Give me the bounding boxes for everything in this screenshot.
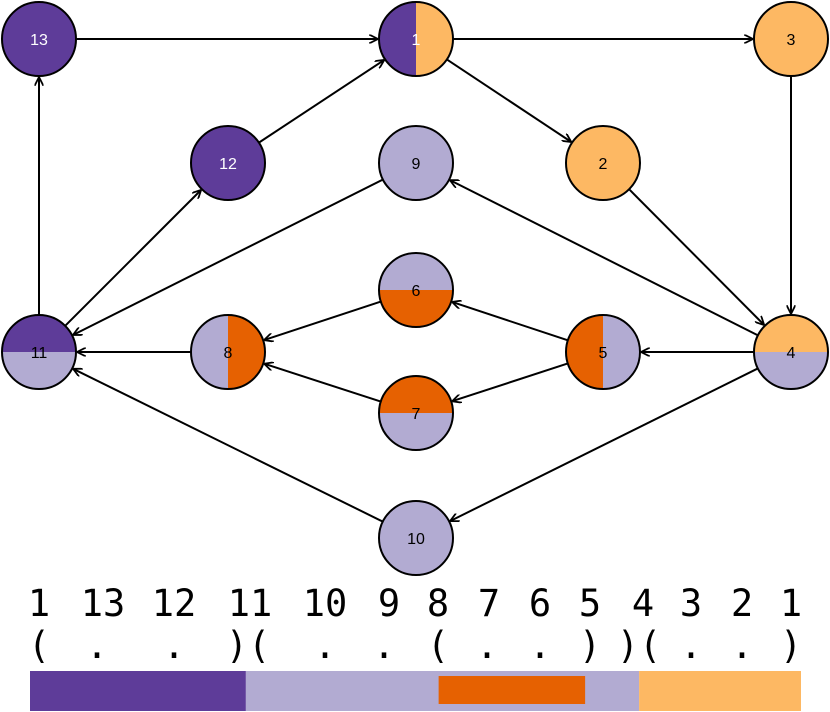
sequence-number: 11 — [228, 582, 273, 625]
edge-12-to-1 — [258, 60, 384, 144]
edge-7-to-8 — [264, 364, 382, 403]
sequence-bracket: )( — [617, 624, 662, 667]
bar-segment-1 — [30, 671, 246, 711]
node-label: 5 — [599, 345, 608, 362]
sequence-bracket: . — [476, 624, 498, 667]
node-11[interactable]: 11 — [1, 314, 77, 390]
edge-2-to-4 — [628, 188, 764, 325]
node-5[interactable]: 5 — [565, 314, 641, 390]
node-1[interactable]: 1 — [378, 1, 454, 77]
bar-segment-3 — [639, 671, 801, 711]
node-4[interactable]: 4 — [753, 314, 829, 390]
node-7[interactable]: 7 — [378, 375, 454, 451]
sequence-number: 3 — [680, 582, 702, 625]
sequence-number: 9 — [378, 582, 400, 625]
sequence-number: 2 — [731, 582, 753, 625]
sequence-bracket: . — [86, 624, 108, 667]
sequence-bracket: . — [163, 624, 185, 667]
node-label: 8 — [224, 345, 233, 362]
sequence-number: 6 — [529, 582, 551, 625]
node-label: 3 — [787, 32, 796, 49]
sequence-bracket: . — [529, 624, 551, 667]
sequence-number: 10 — [303, 582, 348, 625]
sequence-number: 1 — [28, 582, 50, 625]
node-12[interactable]: 12 — [190, 125, 266, 201]
edge-4-to-9 — [450, 180, 759, 337]
sequence-number: 1 — [780, 582, 802, 625]
node-label: 6 — [412, 283, 421, 300]
node-label: 2 — [599, 156, 608, 173]
node-label: 1 — [412, 32, 421, 49]
sequence-number: 7 — [478, 582, 500, 625]
edge-4-to-10 — [450, 367, 759, 521]
sequence-bracket: . — [373, 624, 395, 667]
node-10[interactable]: 10 — [378, 500, 454, 576]
sequence-number: 13 — [81, 582, 126, 625]
edge-1-to-2 — [446, 58, 571, 142]
sequence-bracket: . — [731, 624, 753, 667]
sequence-number: 8 — [427, 582, 449, 625]
node-9[interactable]: 9 — [378, 125, 454, 201]
edge-6-to-8 — [264, 300, 382, 341]
sequence-number: 12 — [152, 582, 197, 625]
segment-bar — [30, 671, 801, 711]
node-3[interactable]: 3 — [753, 1, 829, 77]
sequence-bracket: . — [314, 624, 336, 667]
node-label: 7 — [412, 406, 421, 423]
sequence-number: 5 — [579, 582, 601, 625]
node-label: 13 — [30, 32, 48, 49]
node-label: 4 — [787, 345, 796, 362]
node-6[interactable]: 6 — [378, 252, 454, 328]
node-label: 11 — [31, 345, 48, 362]
sequence-bracket: )( — [226, 624, 271, 667]
node-label: 10 — [407, 531, 425, 548]
node-label: 12 — [219, 156, 237, 173]
node-8[interactable]: 8 — [190, 314, 266, 390]
edges — [39, 39, 791, 523]
bar-inner-segment — [438, 676, 586, 704]
edge-5-to-6 — [452, 302, 569, 342]
node-label: 9 — [412, 156, 421, 173]
node-2[interactable]: 2 — [565, 125, 641, 201]
sequence-bracket: . — [680, 624, 702, 667]
sequence-bracket: ) — [780, 624, 802, 667]
edge-11-to-12 — [64, 190, 201, 327]
sequence-bracket: ( — [427, 624, 449, 667]
edge-5-to-7 — [452, 362, 569, 401]
edge-9-to-11 — [73, 178, 384, 335]
sequence-bracket: ) — [579, 624, 601, 667]
sequence-bracket: ( — [28, 624, 50, 667]
sequence-number: 4 — [632, 582, 654, 625]
node-13[interactable]: 13 — [1, 1, 77, 77]
edge-10-to-11 — [73, 369, 384, 523]
